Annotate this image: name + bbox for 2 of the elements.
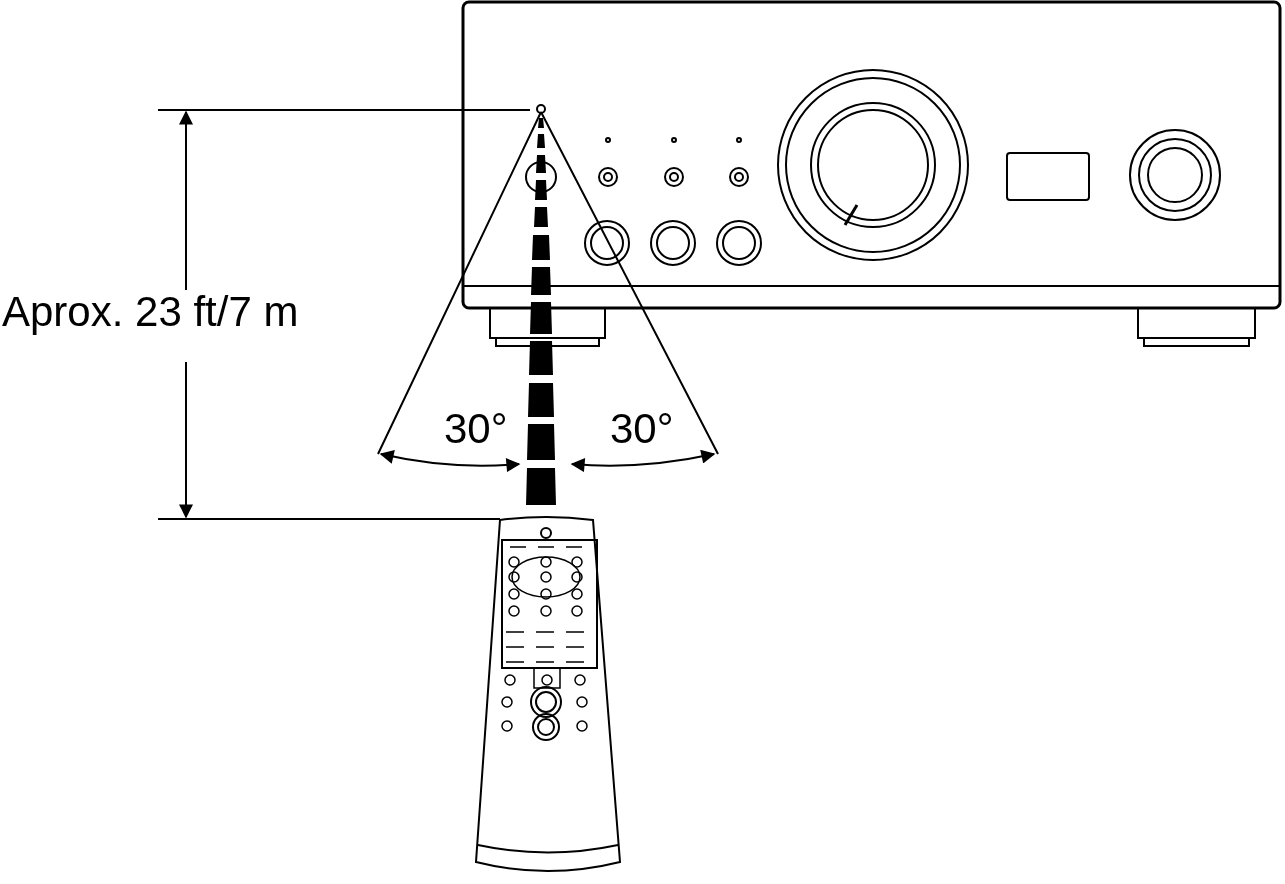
angle-label: 30° [610, 408, 674, 450]
angle-label: 30° [444, 408, 508, 450]
